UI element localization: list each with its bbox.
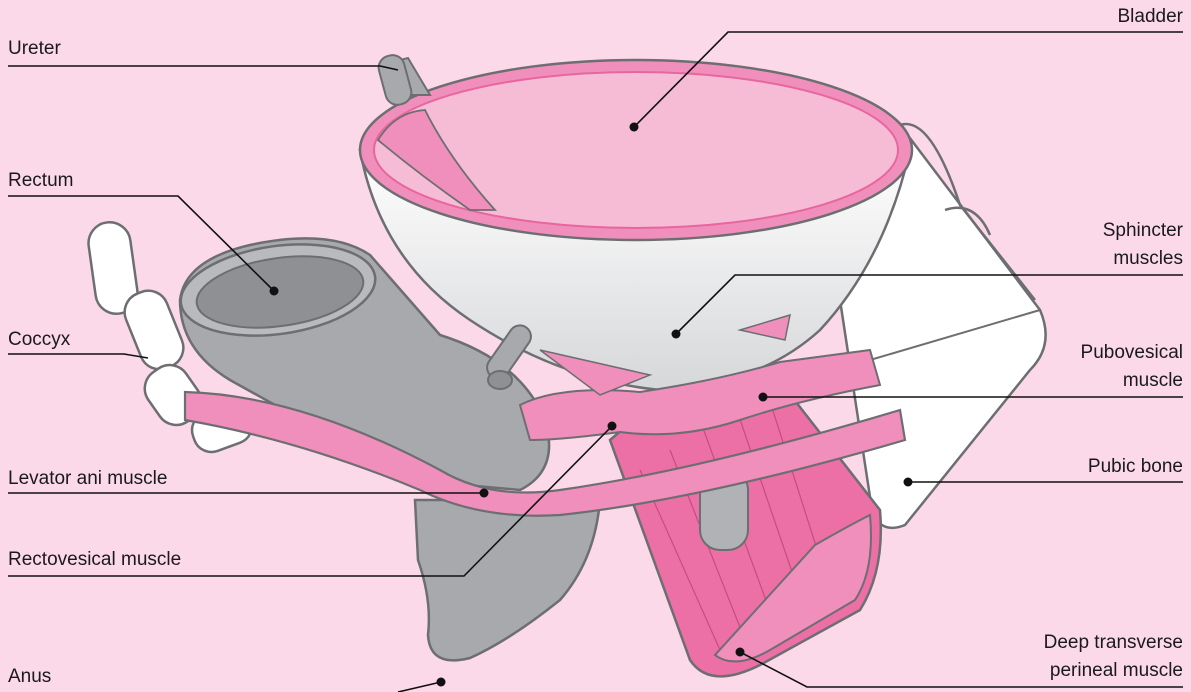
- label-sphincter-line1: Sphincter: [1103, 220, 1183, 242]
- label-pubovesical-line1: Pubovesical: [1081, 342, 1183, 364]
- label-levator-ani: Levator ani muscle: [8, 468, 167, 490]
- label-rectovesical: Rectovesical muscle: [8, 549, 181, 571]
- label-deep-transverse-line1: Deep transverse: [1044, 632, 1183, 654]
- label-pubic-bone: Pubic bone: [1088, 456, 1183, 478]
- label-rectum: Rectum: [8, 170, 73, 192]
- anal-canal: [415, 500, 600, 660]
- label-sphincter-line2: muscles: [1113, 248, 1183, 270]
- label-pubovesical-line2: muscle: [1123, 370, 1183, 392]
- label-deep-transverse-line2: perineal muscle: [1050, 660, 1183, 682]
- label-coccyx: Coccyx: [8, 329, 70, 351]
- label-ureter: Ureter: [8, 38, 61, 60]
- label-anus: Anus: [8, 666, 51, 688]
- label-bladder: Bladder: [1118, 6, 1184, 28]
